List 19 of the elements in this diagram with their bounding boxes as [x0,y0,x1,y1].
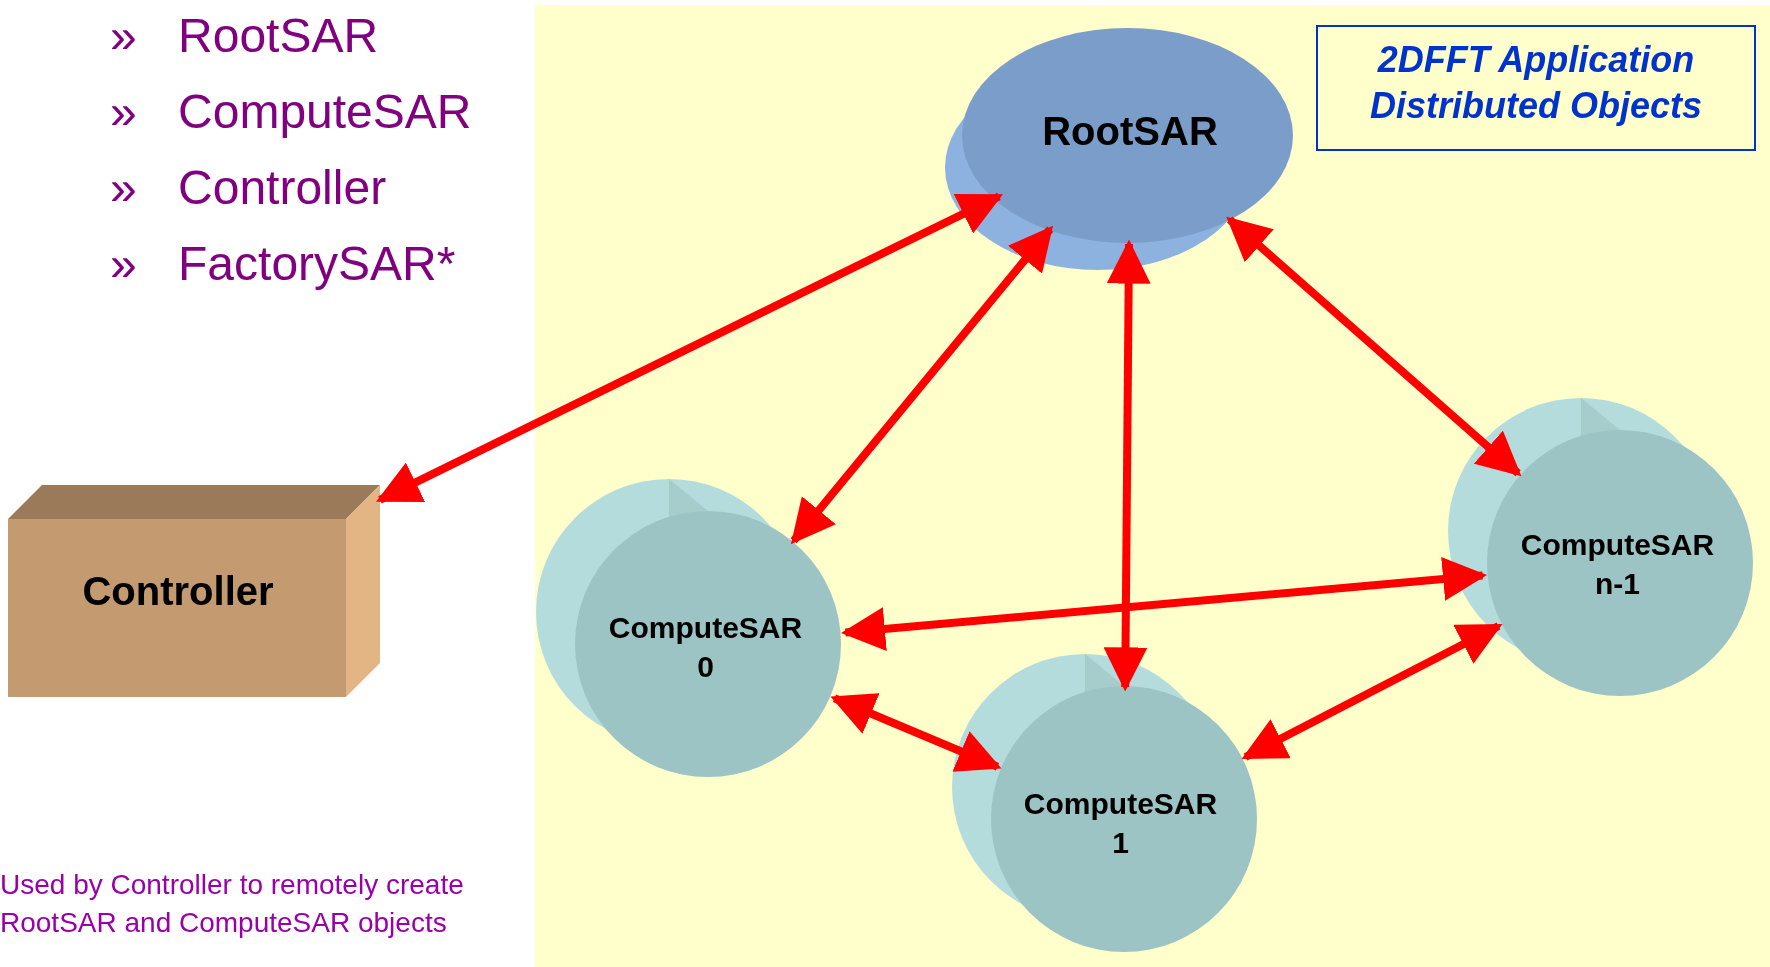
node-label: 2DFFT Application Distributed Objects [1368,38,1704,128]
node-label: ComputeSAR 0 [607,610,804,685]
double-arrow [790,225,1054,545]
double-arrow [1103,239,1151,692]
title-box [1316,25,1756,151]
footnote: Used by Controller to remotely create RootSAR and ComputeSAR objects [0,868,465,940]
double-arrow [376,192,1003,504]
double-arrow [830,693,1002,772]
bullet-item: » RootSAR [110,8,379,63]
node-label: ComputeSAR 1 [1022,786,1219,861]
node-label: Controller [81,568,275,615]
bullet-item: » ComputeSAR [110,84,472,139]
bullet-item: » FactorySAR* [110,236,456,291]
node-label: RootSAR [1041,108,1219,155]
double-arrow [841,557,1487,651]
bullet-item: » Controller [110,160,387,215]
double-arrow [1226,216,1522,477]
double-arrow [1241,622,1503,761]
node-label: ComputeSAR n-1 [1519,527,1716,602]
